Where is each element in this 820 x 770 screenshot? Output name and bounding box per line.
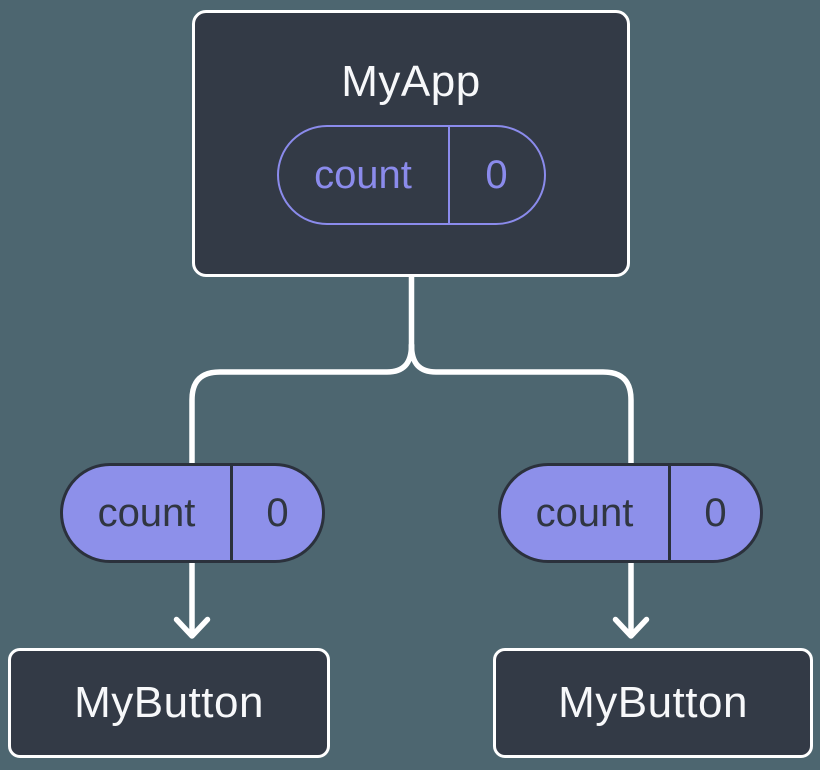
prop-name: count [279, 127, 450, 223]
node-myapp-title: MyApp [341, 57, 481, 106]
prop-value: 0 [485, 152, 508, 197]
arrow-right-head-icon [612, 616, 650, 639]
prop-pill-root: count 0 [276, 125, 546, 225]
prop-value: 0 [704, 490, 727, 535]
node-mybutton-right-title: MyButton [558, 678, 748, 727]
arrow-left-head-icon [173, 616, 211, 639]
prop-name: count [63, 466, 233, 560]
prop-pill-left: count 0 [60, 463, 325, 563]
node-myapp: MyApp count 0 [192, 10, 630, 277]
branch-right-connector [408, 342, 634, 467]
prop-value: 0 [266, 490, 289, 535]
prop-name: count [501, 466, 671, 560]
branch-left-connector [189, 342, 415, 467]
node-mybutton-left: MyButton [8, 648, 330, 758]
node-mybutton-right: MyButton [493, 648, 813, 758]
node-mybutton-left-title: MyButton [74, 678, 264, 727]
prop-pill-right: count 0 [498, 463, 763, 563]
